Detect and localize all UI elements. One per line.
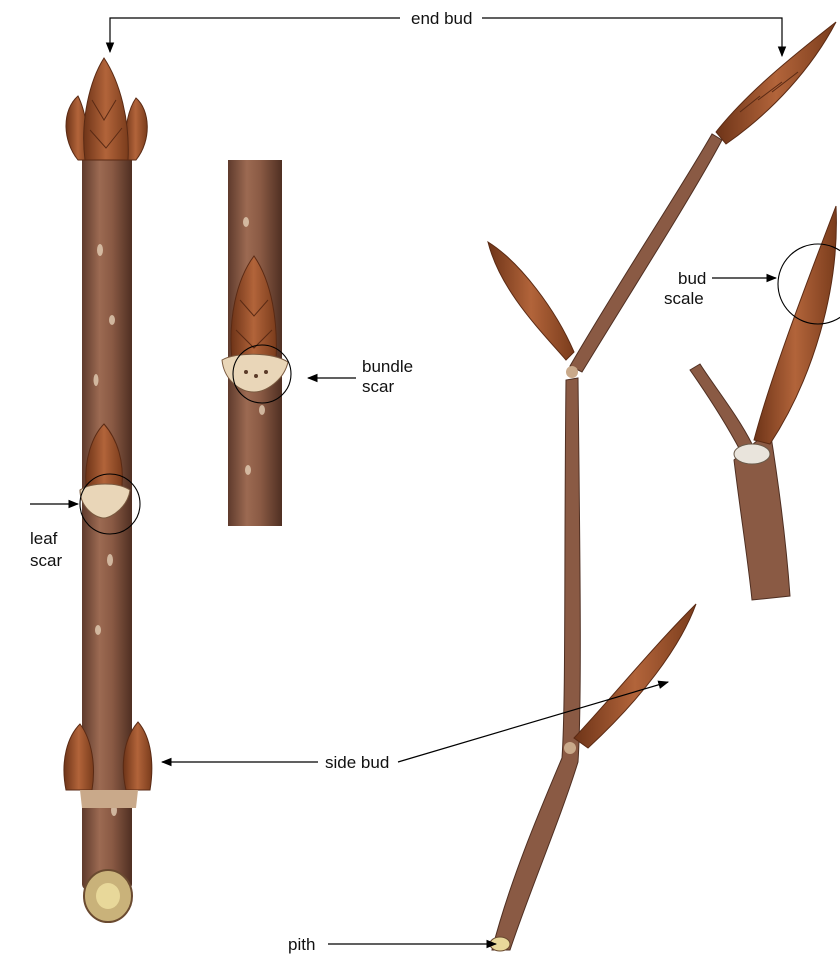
bud-scale-label-line2: scale [664, 289, 704, 308]
leaf-scar-label-line2: scar [30, 551, 62, 570]
right-twig-stem [492, 378, 580, 950]
side-bud-label: side bud [325, 753, 389, 772]
end-bud-label: end bud [411, 9, 472, 28]
end-bud-leader-right [482, 18, 782, 56]
far-right-bud [754, 206, 836, 444]
right-fork-bud [488, 242, 574, 360]
far-right-twig [690, 206, 836, 600]
end-bud-leader-left [110, 18, 400, 52]
far-right-leaf-scar [734, 444, 770, 464]
bundle-scar-label-line1: bundle [362, 357, 413, 376]
right-side-bud [574, 604, 696, 748]
side-bud-leader-right [398, 682, 668, 762]
middle-twig [222, 160, 288, 526]
bud-scale-label-line1: bud [678, 269, 706, 288]
leaf-scar-label-line1: leaf [30, 529, 58, 548]
right-end-bud [716, 22, 836, 144]
pith-label: pith [288, 935, 315, 954]
left-twig [64, 58, 152, 922]
bundle-scar-label-line2: scar [362, 377, 394, 396]
right-twig [488, 22, 836, 951]
left-end-bud [66, 58, 147, 160]
